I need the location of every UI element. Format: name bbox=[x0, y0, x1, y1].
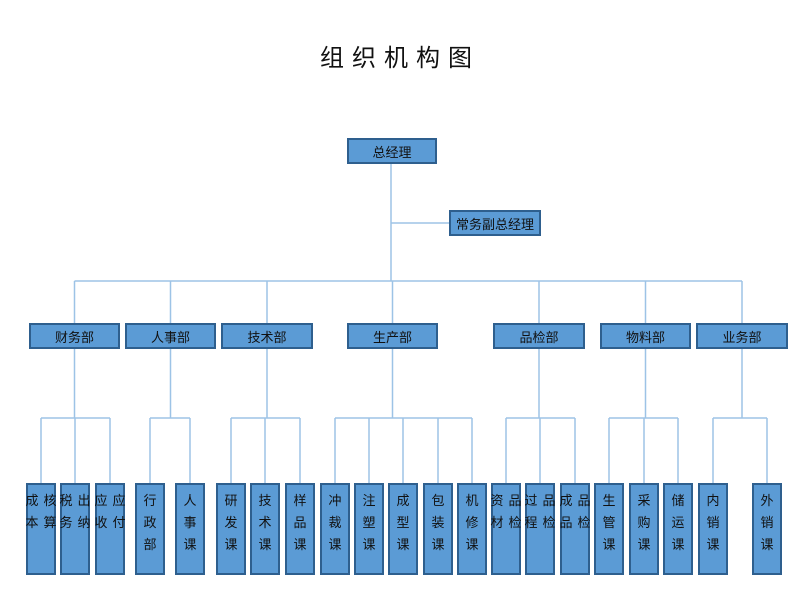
department-box: 业务部 bbox=[696, 323, 788, 349]
unit-box: 技术课技术课 bbox=[250, 483, 280, 575]
unit-box: 样品课样品课 bbox=[285, 483, 315, 575]
unit-box: 冲裁课冲裁课 bbox=[320, 483, 350, 575]
unit-box: 人事课人事课 bbox=[175, 483, 205, 575]
unit-box: 采购课采购课 bbox=[629, 483, 659, 575]
unit-box: 资材品检资材品检 bbox=[490, 483, 522, 575]
department-box: 人事部 bbox=[125, 323, 216, 349]
department-box-label: 业务部 bbox=[722, 330, 762, 346]
department-box: 物料部 bbox=[600, 323, 691, 349]
department-box-label: 生产部 bbox=[372, 330, 412, 346]
page-title: 组织机构图 bbox=[320, 44, 480, 72]
vp-box: 常务副总经理 bbox=[449, 210, 541, 236]
unit-box: 研发课研发课 bbox=[216, 483, 246, 575]
department-box-label: 人事部 bbox=[150, 330, 190, 346]
department-box-label: 财务部 bbox=[54, 330, 94, 346]
unit-box: 过程品检过程品检 bbox=[524, 483, 556, 575]
ceo-box-label: 总经理 bbox=[372, 145, 412, 161]
department-box: 财务部 bbox=[29, 323, 120, 349]
unit-box: 成型课成型课 bbox=[388, 483, 418, 575]
department-box-label: 技术部 bbox=[247, 330, 287, 346]
unit-box: 生管课生管课 bbox=[594, 483, 624, 575]
unit-box: 税务出纳税务出纳 bbox=[59, 483, 91, 575]
unit-box: 外销课外销课 bbox=[752, 483, 782, 575]
unit-box: 应收应付应收应付 bbox=[94, 483, 126, 575]
unit-box: 内销课内销课 bbox=[698, 483, 728, 575]
department-box: 品检部 bbox=[493, 323, 585, 349]
unit-box: 行政部行政部 bbox=[135, 483, 165, 575]
department-box: 生产部 bbox=[347, 323, 438, 349]
department-box: 技术部 bbox=[221, 323, 313, 349]
unit-box: 成品品检成品品检 bbox=[559, 483, 591, 575]
unit-box: 成本核算成本核算 bbox=[25, 483, 57, 575]
unit-box: 包装课包装课 bbox=[423, 483, 453, 575]
department-box-label: 品检部 bbox=[519, 330, 559, 346]
ceo-box: 总经理 bbox=[347, 138, 437, 164]
vp-box-label: 常务副总经理 bbox=[455, 217, 534, 233]
unit-box: 储运课储运课 bbox=[663, 483, 693, 575]
department-box-label: 物料部 bbox=[625, 330, 665, 346]
unit-box: 注塑课注塑课 bbox=[354, 483, 384, 575]
unit-box: 机修课机修课 bbox=[457, 483, 487, 575]
